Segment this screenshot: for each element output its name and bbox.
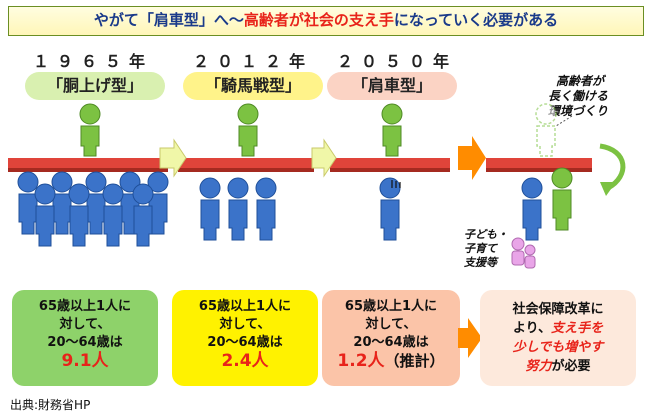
plate-2012 xyxy=(178,158,314,172)
stat-box-2050-suffix: （推計） xyxy=(384,352,445,370)
stat-box-1965-value: 9.1人 xyxy=(61,351,109,371)
stat-box-2050-value: 1.2人 xyxy=(337,351,385,371)
curved-arrow-icon xyxy=(599,143,626,191)
reform-line-1: 社会保障改革に xyxy=(512,302,604,317)
year-2012: ２０１２年 xyxy=(192,52,313,71)
stat-box-1965: 65歳以上1人に 対して、 20～64歳は 9.1人 xyxy=(12,290,158,386)
stat-box-2012-line-1: 65歳以上1人に xyxy=(198,299,292,314)
stat-box-2012-line-3: 20～64歳は xyxy=(207,335,283,350)
source-note: 出典:財務省HP xyxy=(10,398,91,412)
workers-2012 xyxy=(199,177,277,241)
pill-kataguruma: 「肩車型」 xyxy=(327,72,457,100)
arrow-right-icon-1 xyxy=(159,138,187,178)
title-banner: やがて「肩車型」へ～高齢者が社会の支え手になっていく必要がある xyxy=(8,6,644,36)
future-note-line-3: 環境づくり xyxy=(548,104,609,118)
child-note: 子ども・ 子育て 支援等 xyxy=(464,228,524,270)
stat-box-2012-value: 2.4人 xyxy=(221,351,269,371)
plate-1965 xyxy=(8,158,168,172)
reform-line-2b: 支え手を xyxy=(551,321,604,336)
pill-dougeage: 「胴上げ型」 xyxy=(25,72,165,100)
worker-2050 xyxy=(379,177,401,241)
reform-line-4a: 努力 xyxy=(525,359,552,374)
year-1965: １９６５年 xyxy=(32,52,153,71)
reform-line-2a: より、 xyxy=(512,321,552,336)
child-note-line-1: 子ども・ xyxy=(464,228,508,241)
future-note: 高齢者が 長く働ける 環境づくり xyxy=(548,74,638,119)
stat-box-1965-line-1: 65歳以上1人に xyxy=(38,299,132,314)
child-note-line-2: 子育て xyxy=(464,242,497,255)
workers-1965 xyxy=(17,171,169,247)
elder-1965 xyxy=(79,103,101,157)
future-note-line-1: 高齢者が xyxy=(556,74,605,88)
future-note-line-2: 長く働ける xyxy=(548,89,609,103)
reform-line-3: 少しでも増やす xyxy=(512,340,604,355)
title-part-2: 高齢者が社会の支え手 xyxy=(243,11,394,29)
arrow-right-icon-3 xyxy=(458,136,486,180)
stat-box-2050: 65歳以上1人に 対して、 20～64歳は 1.2人（推計） xyxy=(322,290,460,386)
note-pointer xyxy=(555,115,573,127)
curved-arrow-head-icon xyxy=(600,182,616,196)
plate-2050 xyxy=(330,158,450,172)
title-part-1: やがて「肩車型」へ～ xyxy=(93,11,244,29)
stat-box-2012: 65歳以上1人に 対して、 20～64歳は 2.4人 xyxy=(172,290,318,386)
stat-box-1965-line-2: 対して、 xyxy=(59,317,111,332)
pill-kibasen: 「騎馬戦型」 xyxy=(183,72,323,100)
stat-box-2050-line-2: 対して、 xyxy=(365,317,417,332)
elder-future-ghost xyxy=(535,103,557,157)
population-illustration xyxy=(8,103,626,269)
title-part-3: になっていく必要がある xyxy=(393,11,559,29)
arrow-right-icon-2 xyxy=(311,138,337,178)
reform-line-4b: が必要 xyxy=(551,359,591,374)
stat-box-2050-line-1: 65歳以上1人に xyxy=(344,299,438,314)
future-supporters xyxy=(521,167,573,241)
stat-box-1965-line-3: 20～64歳は xyxy=(47,335,123,350)
child-note-line-3: 支援等 xyxy=(464,256,497,269)
plate-future xyxy=(486,158,592,172)
reform-box: 社会保障改革に より、支え手を 少しでも増やす 努力が必要 xyxy=(480,290,636,386)
arrow-right-icon-4 xyxy=(458,318,482,358)
elder-2050 xyxy=(381,103,403,157)
children-icon xyxy=(511,237,536,269)
elder-2012 xyxy=(237,103,259,157)
stat-box-2050-line-3: 20～64歳は xyxy=(353,335,429,350)
stat-box-2012-line-2: 対して、 xyxy=(219,317,271,332)
year-2050: ２０５０年 xyxy=(336,52,457,71)
